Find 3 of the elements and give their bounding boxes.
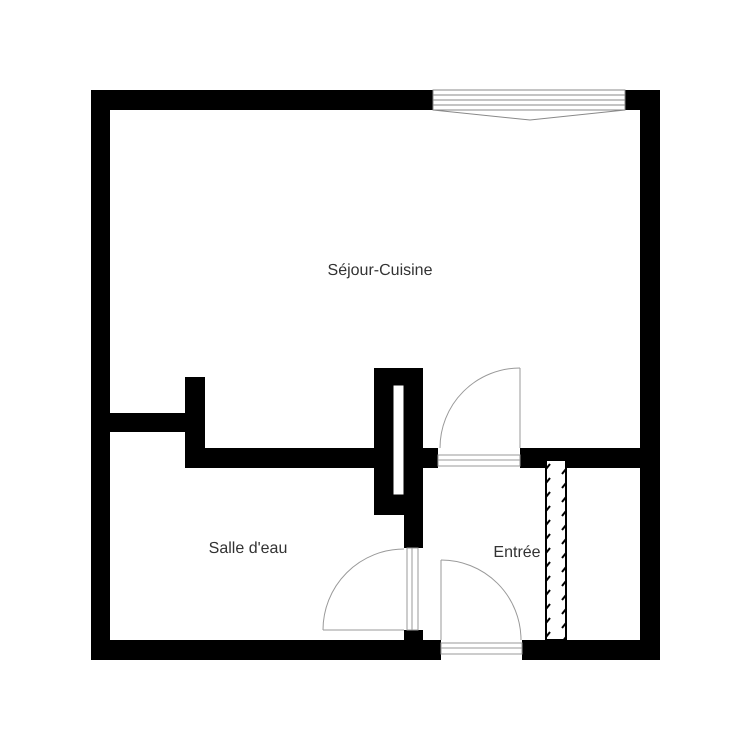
room-label: Salle d'eau: [208, 540, 288, 558]
room-label: Entrée: [493, 544, 541, 562]
room-label: Séjour-Cuisine: [328, 262, 432, 280]
